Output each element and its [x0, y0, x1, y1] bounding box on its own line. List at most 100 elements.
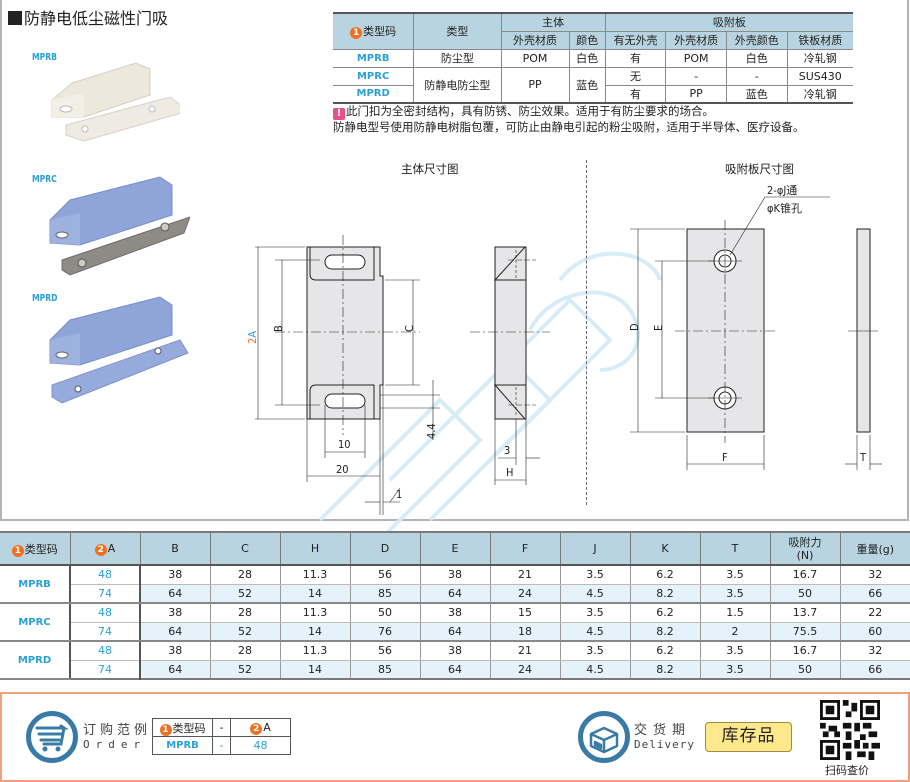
- dim-label-a: 2A: [246, 331, 259, 344]
- cell-k: 8.2: [629, 622, 700, 642]
- cell-force: 16.7: [769, 641, 840, 661]
- cell-c: 28: [209, 603, 280, 623]
- cell-t: 3.5: [699, 641, 770, 661]
- hole-label-countersink: φK锥孔: [767, 202, 802, 215]
- drawing-divider: [586, 160, 587, 505]
- cell-a: 74: [69, 584, 140, 604]
- cell-c: 52: [209, 584, 280, 604]
- cell-j: 4.5: [559, 584, 630, 604]
- cell-b: 38: [139, 641, 210, 661]
- header-a-text: A: [107, 541, 116, 555]
- header-t: T: [699, 532, 770, 566]
- table-row: MPRB 48 38 28 11.3 56 38 21 3.5 6.2 3.5 …: [0, 565, 910, 604]
- order-label-en: Order: [83, 738, 147, 751]
- header-holding-force-text: 吸附力: [788, 535, 822, 549]
- cell-weight: 32: [839, 641, 910, 661]
- cell-iron-material: SUS430: [786, 66, 853, 86]
- badge-2-icon: 2: [250, 722, 263, 735]
- product-notes: !此门扣为全密封结构，具有防锈、防尘效果。适用于有防尘要求的场合。 防静电型号使…: [333, 104, 805, 135]
- cart-icon: [26, 711, 78, 763]
- header-holding-force-unit: (N): [796, 548, 814, 562]
- cell-b: 64: [139, 584, 210, 604]
- header-plate: 吸附板: [604, 12, 853, 32]
- cell-t: 3.5: [699, 565, 770, 585]
- cell-f: 24: [489, 660, 560, 679]
- dim-label-1: 1: [396, 488, 402, 501]
- cell-shell-color: -: [725, 66, 788, 86]
- header-type: 类型: [413, 12, 502, 50]
- cell-c: 28: [209, 641, 280, 661]
- warning-icon: !: [333, 108, 345, 120]
- cell-t: 2: [699, 622, 770, 642]
- cell-b: 64: [139, 660, 210, 679]
- cell-shell-material: PP: [665, 84, 727, 104]
- spec-row: MPRC 防静电防尘型 PP 蓝色 无 - - SUS430: [333, 66, 853, 104]
- delivery-label-en: Delivery: [634, 738, 695, 751]
- cell-e: 64: [419, 660, 490, 679]
- cell-e: 64: [419, 584, 490, 604]
- cell-b: 64: [139, 622, 210, 642]
- cell-code: MPRD: [333, 84, 415, 104]
- product-image-mprb: [51, 62, 180, 142]
- spec-row: MPRD 有 PP 蓝色 冷轧钢: [333, 84, 853, 104]
- cell-body-color: 白色: [568, 48, 606, 68]
- cell-shell-material: -: [665, 66, 727, 86]
- cell-code: MPRD: [0, 641, 70, 680]
- header-plate-shell-material: 外壳材质: [665, 30, 727, 50]
- cell-a: 48: [69, 641, 140, 661]
- header-c: C: [209, 532, 280, 566]
- header-body-material: 外壳材质: [501, 30, 570, 50]
- cell-code: MPRC: [333, 66, 415, 86]
- cell-body-color: 蓝色: [568, 66, 606, 104]
- cell-iron-material: 冷轧钢: [786, 84, 853, 104]
- qr-code-icon[interactable]: [820, 700, 880, 760]
- cell-j: 4.5: [559, 660, 630, 679]
- header-body-color: 颜色: [568, 30, 606, 50]
- cell-a: 48: [69, 565, 140, 585]
- cell-f: 18: [489, 622, 560, 642]
- dim-label-e: E: [652, 325, 665, 331]
- cell-weight: 22: [839, 603, 910, 623]
- cell-h: 14: [279, 622, 350, 642]
- cell-a: 74: [69, 622, 140, 642]
- dim-label-b: B: [272, 325, 285, 332]
- spec-row: MPRB 防尘型 POM 白色 有 POM 白色 冷轧钢: [333, 48, 853, 68]
- table-row: MPRC 48 38 28 11.3 50 38 15 3.5 6.2 1.5 …: [0, 603, 910, 642]
- table-row: 74 64 52 14 76 64 18 4.5 8.2 2 75.5 60: [0, 622, 910, 642]
- note-line-1-text: 此门扣为全密封结构，具有防锈、防尘效果。适用于有防尘要求的场合。: [346, 104, 714, 118]
- cell-f: 24: [489, 584, 560, 604]
- product-label-mprc: MPRC: [32, 174, 57, 185]
- order-header-type-code-text: 类型码: [172, 721, 206, 735]
- cell-h: 11.3: [279, 565, 350, 585]
- note-line-2: 防静电型号使用防静电树脂包覆，可防止由静电引起的粉尘吸附，适用于半导体、医疗设备…: [333, 120, 805, 134]
- cell-force: 50: [769, 660, 840, 679]
- cell-iron-material: 冷轧钢: [786, 48, 853, 68]
- cell-shell-color: 蓝色: [725, 84, 788, 104]
- header-plate-iron-material: 铁板材质: [786, 30, 853, 50]
- product-label-mprd: MPRD: [32, 293, 58, 304]
- note-line-1: !此门扣为全密封结构，具有防锈、防尘效果。适用于有防尘要求的场合。: [333, 104, 805, 120]
- cell-shell-material: POM: [665, 48, 727, 68]
- dim-label-t: T: [859, 451, 867, 464]
- cell-h: 11.3: [279, 603, 350, 623]
- cell-h: 14: [279, 584, 350, 604]
- cell-k: 6.2: [629, 603, 700, 623]
- cell-a: 48: [69, 603, 140, 623]
- page-title: 防静电低尘磁性门吸: [8, 5, 168, 29]
- cell-body-material: POM: [500, 48, 570, 68]
- cell-t: 1.5: [699, 603, 770, 623]
- cell-weight: 66: [839, 660, 910, 679]
- cell-b: 38: [139, 603, 210, 623]
- cell-j: 3.5: [559, 565, 630, 585]
- cell-c: 52: [209, 622, 280, 642]
- table-row: MPRD 48 38 28 11.3 56 38 21 3.5 6.2 3.5 …: [0, 641, 910, 680]
- badge-2-icon: 2: [94, 543, 107, 556]
- cell-f: 21: [489, 565, 560, 585]
- cell-force: 16.7: [769, 565, 840, 585]
- cell-c: 28: [209, 565, 280, 585]
- order-label-cn: 订购范例: [83, 723, 152, 738]
